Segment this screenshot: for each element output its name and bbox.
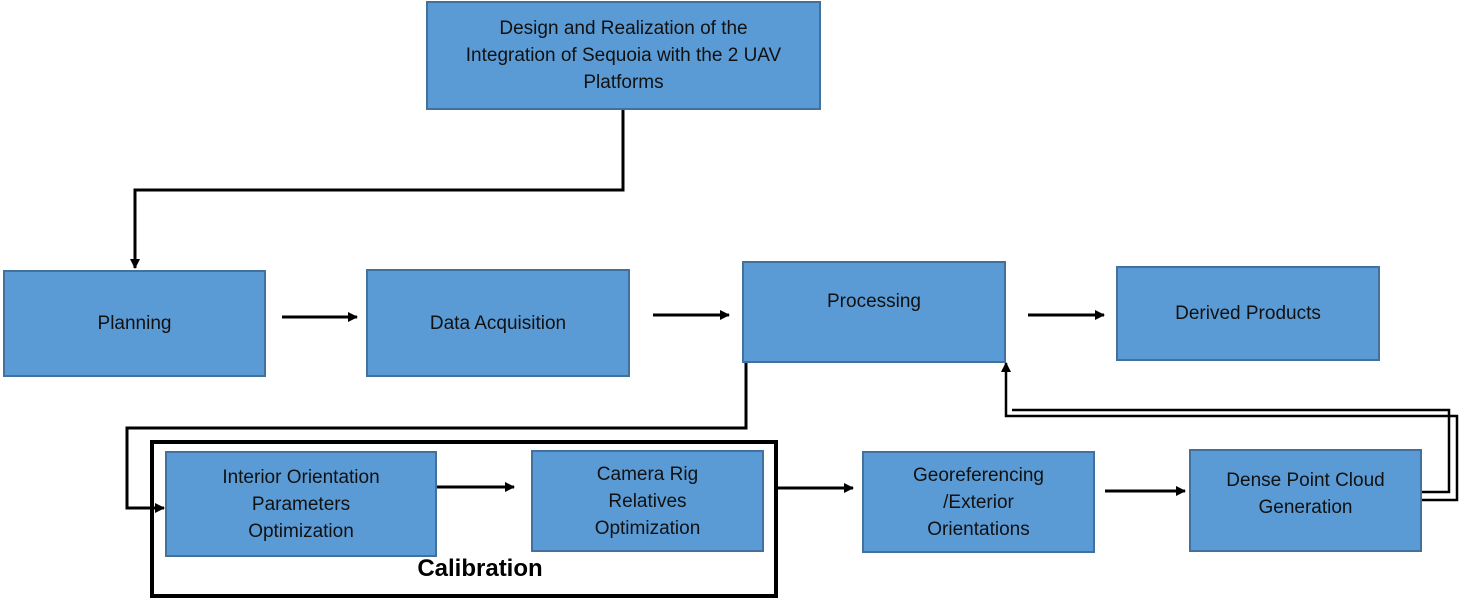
calibration-group-frame [150,440,778,598]
node-data-acquisition: Data Acquisition [366,269,630,377]
calibration-group-label: Calibration [417,555,543,582]
node-design-realization: Design and Realization of the Integratio… [426,1,821,110]
node-interior-orientation: Interior Orientation Parameters Optimiza… [165,451,437,557]
node-dense-point-cloud: Dense Point Cloud Generation [1189,449,1422,552]
arrow-processing-to-interior-orientation [125,362,748,513]
arrow-design-to-planning [130,110,625,269]
node-camera-rig: Camera Rig Relatives Optimization [531,450,764,552]
node-planning: Planning [3,270,266,377]
node-derived-products: Derived Products [1116,266,1380,361]
arrow-dense-point-cloud-to-processing-outer [1001,362,1459,502]
node-processing: Processing [742,261,1006,363]
node-georeferencing: Georeferencing /Exterior Orientations [862,451,1095,553]
arrow-dense-point-cloud-to-processing-inner [1012,408,1451,494]
